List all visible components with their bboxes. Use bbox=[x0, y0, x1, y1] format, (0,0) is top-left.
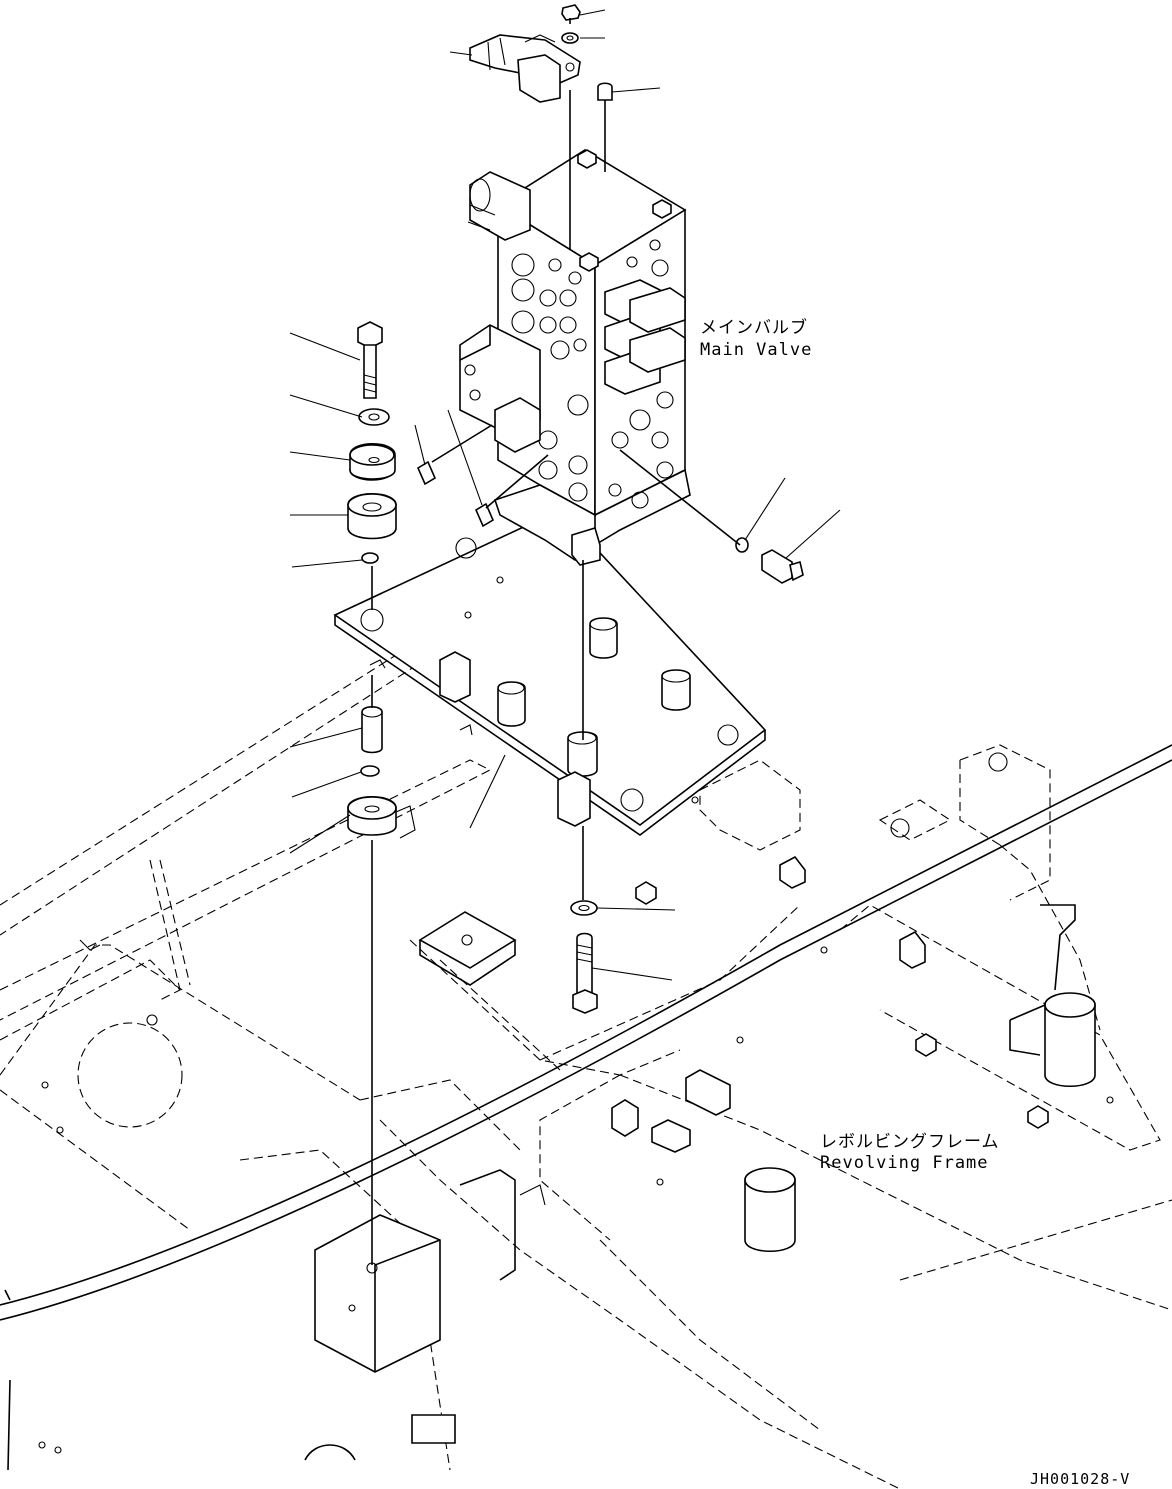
revolving-frame-label-en: Revolving Frame bbox=[820, 1153, 989, 1173]
sensor-and-oring bbox=[735, 537, 804, 584]
assembly-lines bbox=[371, 90, 741, 1265]
mounting-plate bbox=[333, 509, 767, 836]
revolving-frame-label-jp: レボルビングフレーム bbox=[820, 1132, 1000, 1152]
callout-leaders bbox=[289, 9, 841, 981]
revolving-frame-label: レボルビングフレーム Revolving Frame bbox=[820, 1132, 1000, 1173]
drawing-number: JH001028-V bbox=[1030, 1470, 1130, 1488]
main-valve bbox=[459, 149, 691, 566]
lower-bolt-and-washer bbox=[570, 900, 598, 1014]
mount-stack bbox=[347, 321, 416, 839]
top-fasteners bbox=[561, 4, 613, 101]
pressure-switch-assembly bbox=[469, 34, 581, 103]
main-valve-label-jp: メインバルブ bbox=[700, 317, 808, 338]
dowel-pins bbox=[416, 460, 495, 528]
revolving-frame bbox=[0, 639, 1172, 1489]
main-valve-label: メインバルブ Main Valve bbox=[700, 317, 812, 360]
main-valve-label-en: Main Valve bbox=[700, 340, 812, 360]
